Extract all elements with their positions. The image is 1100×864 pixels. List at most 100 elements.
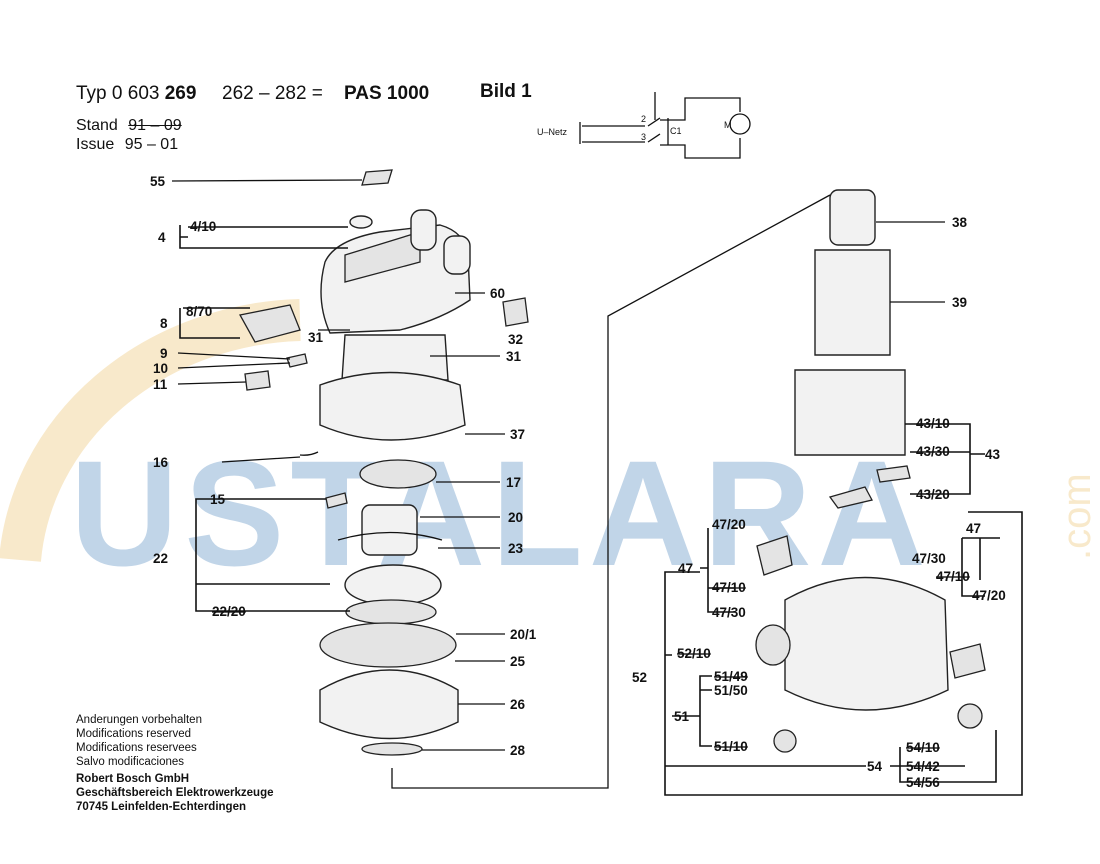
seal-20-1 bbox=[319, 622, 457, 668]
schematic-node-2: 2 bbox=[641, 114, 646, 124]
leader-22 bbox=[195, 498, 350, 612]
tank-body bbox=[784, 576, 949, 711]
callout-4-10: 4/10 bbox=[190, 219, 216, 234]
callout-54-42: 54/42 bbox=[906, 759, 940, 774]
clamp-9 bbox=[286, 353, 308, 368]
cable-clamp-15 bbox=[325, 492, 348, 509]
power-cord-16 bbox=[221, 451, 319, 463]
schematic-motor: M bbox=[724, 120, 732, 130]
watermark-arc bbox=[0, 299, 301, 562]
watermark-suffix: .com bbox=[1055, 473, 1099, 560]
callout-39: 39 bbox=[952, 295, 967, 310]
label-plate-55 bbox=[361, 169, 393, 186]
model-name: PAS 1000 bbox=[344, 83, 430, 104]
leader-47-right bbox=[961, 537, 1000, 597]
callout-47-20-right: 47/20 bbox=[972, 588, 1006, 603]
cord-holder-right bbox=[443, 235, 471, 275]
callout-52: 52 bbox=[632, 670, 647, 685]
leader-43 bbox=[905, 423, 985, 495]
knob-4-10 bbox=[349, 215, 373, 229]
callout-31a: 31 bbox=[308, 330, 324, 345]
label-43-30 bbox=[876, 465, 911, 483]
foot-28 bbox=[361, 742, 423, 756]
callout-51-10: 51/10 bbox=[714, 739, 748, 754]
callout-47-10-right: 47/10 bbox=[936, 569, 970, 584]
callout-31b: 31 bbox=[506, 349, 522, 364]
seal-ring-17 bbox=[359, 459, 437, 489]
label-11 bbox=[244, 370, 271, 391]
callout-28: 28 bbox=[510, 743, 526, 758]
schematic-c1: C1 bbox=[670, 126, 682, 136]
gasket-22-20 bbox=[345, 599, 437, 625]
type-range: 262 – 282 = bbox=[222, 83, 323, 104]
callout-43-20: 43/20 bbox=[916, 487, 950, 502]
callout-47-right: 47 bbox=[966, 521, 981, 536]
callout-11: 11 bbox=[153, 377, 168, 392]
footer-line-1: Änderungen vorbehalten bbox=[76, 714, 202, 726]
watermark-text: USTALARA bbox=[70, 429, 932, 597]
callout-10: 10 bbox=[153, 361, 168, 376]
figure-label: Bild 1 bbox=[480, 81, 532, 102]
circuit-schematic: U–Netz 2 3 C1 M bbox=[537, 92, 751, 159]
callout-43-10: 43/10 bbox=[916, 416, 950, 431]
switch-8 bbox=[238, 304, 301, 343]
leader-55 bbox=[171, 179, 363, 182]
callout-25: 25 bbox=[510, 654, 526, 669]
filter-cup-38 bbox=[829, 189, 876, 246]
callout-labels: 55 4 4/10 60 8/70 8 31 32 9 31 10 11 37 … bbox=[150, 174, 1006, 790]
spring-23 bbox=[337, 531, 443, 541]
callout-20: 20 bbox=[508, 510, 523, 525]
stand-value: 91 – 09 bbox=[128, 117, 182, 134]
footer-line-5: Robert Bosch GmbH bbox=[76, 773, 190, 785]
callout-17: 17 bbox=[506, 475, 521, 490]
callout-52-10: 52/10 bbox=[677, 646, 711, 661]
callout-43-30: 43/30 bbox=[916, 444, 950, 459]
callout-51-50: 51/50 bbox=[714, 683, 748, 698]
leader-4 bbox=[179, 225, 348, 249]
motor-cover bbox=[341, 334, 449, 381]
issue-label: Issue bbox=[76, 136, 115, 153]
callout-51: 51 bbox=[674, 709, 690, 724]
nut-43-20 bbox=[828, 486, 873, 509]
type-bold: 269 bbox=[164, 83, 197, 104]
hose-inlet bbox=[755, 624, 791, 666]
issue-value: 95 – 01 bbox=[124, 136, 179, 153]
motor-symbol bbox=[729, 113, 751, 135]
footer-line-4: Salvo modificaciones bbox=[76, 756, 185, 768]
callout-9: 9 bbox=[160, 346, 168, 361]
callout-54-56: 54/56 bbox=[906, 775, 940, 790]
parts bbox=[221, 169, 986, 756]
callout-54: 54 bbox=[867, 759, 883, 774]
footer-line-7: 70745 Leinfelden-Echterdingen bbox=[76, 801, 246, 813]
callout-22: 22 bbox=[153, 551, 168, 566]
callout-20-1: 20/1 bbox=[510, 627, 537, 642]
caster-51 bbox=[773, 729, 797, 753]
callout-32: 32 bbox=[508, 332, 523, 347]
callout-16: 16 bbox=[153, 455, 169, 470]
callout-47-10-left: 47/10 bbox=[712, 580, 746, 595]
stand-label: Stand bbox=[76, 117, 118, 134]
leader-10 bbox=[177, 362, 291, 369]
leader-51 bbox=[672, 675, 712, 747]
leader-52 bbox=[664, 511, 1023, 796]
leader-47-left bbox=[700, 528, 735, 613]
callout-60: 60 bbox=[490, 286, 505, 301]
filter-cage-39 bbox=[814, 249, 891, 356]
callout-47-20-left: 47/20 bbox=[712, 517, 746, 532]
issue-row: Issue 95 – 01 bbox=[76, 136, 178, 154]
type-label: Typ 0 603 bbox=[76, 83, 165, 104]
leader-lines bbox=[171, 179, 1023, 796]
watermark: USTALARA .com bbox=[0, 299, 1099, 597]
leader-54 bbox=[890, 730, 997, 783]
motor-20 bbox=[361, 504, 418, 556]
callout-15: 15 bbox=[210, 492, 226, 507]
cord-holder-left bbox=[410, 209, 437, 251]
callout-55: 55 bbox=[150, 174, 166, 189]
schematic-switch bbox=[647, 92, 661, 143]
leader-8 bbox=[179, 307, 250, 339]
callout-51-49: 51/49 bbox=[714, 669, 748, 684]
callout-8-70: 8/70 bbox=[186, 304, 212, 319]
motor-ring-22 bbox=[344, 564, 442, 606]
footer-line-2: Modifications reserved bbox=[76, 728, 192, 740]
